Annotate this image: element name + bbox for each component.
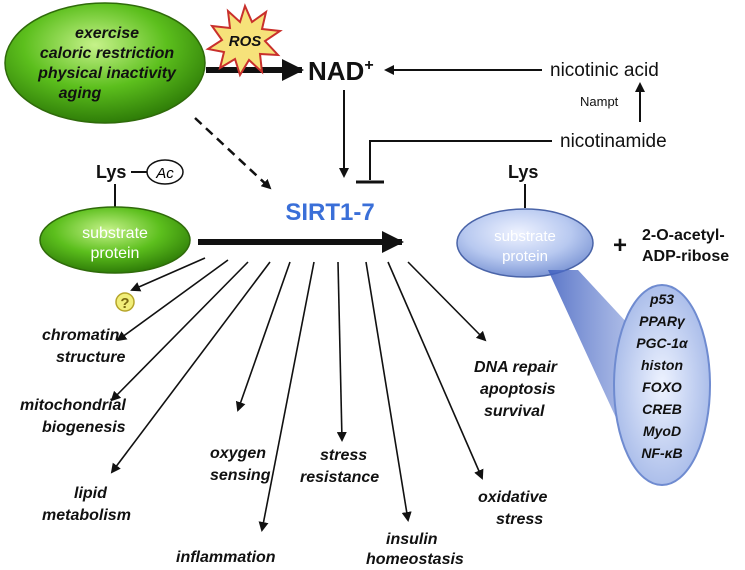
effect-inflammation: inflammation <box>176 549 276 566</box>
arrow-to-oxidative <box>387 261 484 480</box>
right-substrate-line1: substrate <box>494 228 556 245</box>
nampt-label: Nampt <box>580 94 619 109</box>
target-histon: histon <box>641 357 683 373</box>
ros-star-icon: ROS <box>205 3 283 78</box>
right-substrate-group: Lys substrate protein <box>456 162 594 278</box>
question-mark-text: ? <box>120 295 129 312</box>
target-creb: CREB <box>642 401 682 417</box>
effect-mitochondrial: mitochondrial biogenesis <box>20 397 130 436</box>
targets-list: p53 PPARγ PGC-1α histon FOXO CREB MyoD N… <box>636 291 689 461</box>
effect-oxidative: oxidative stress <box>478 489 552 528</box>
stimulus-caloric-restriction: caloric restriction <box>40 45 175 62</box>
target-nfkb: NF-κB <box>641 445 682 461</box>
arrow-to-question <box>130 257 206 292</box>
question-mark-icon: ? <box>115 292 135 312</box>
right-substrate-line2: protein <box>502 248 548 265</box>
byproduct-line2: ADP-ribose <box>642 248 729 265</box>
arrow-to-chromatin <box>116 259 229 342</box>
arrow-to-inflammation <box>258 261 315 532</box>
target-foxo: FOXO <box>642 379 682 395</box>
effect-oxygen: oxygen sensing <box>210 445 271 484</box>
stimuli-oval <box>4 2 206 124</box>
arrow-to-dna-repair <box>407 261 487 342</box>
ros-label: ROS <box>229 33 262 50</box>
arrow-to-oxygen <box>235 261 291 412</box>
nad-label: NAD+ <box>308 56 374 86</box>
right-lys-label: Lys <box>508 162 538 182</box>
targets-oval <box>613 284 711 486</box>
effect-chromatin: chromatin structure <box>42 327 125 366</box>
stimulus-physical-inactivity: physical inactivity <box>37 65 177 82</box>
arrow-to-insulin <box>365 261 412 522</box>
target-ppar: PPARγ <box>639 313 686 329</box>
effect-dna-repair: DNA repair apoptosis survival <box>474 359 561 420</box>
nicotinamide-label: nicotinamide <box>560 131 667 152</box>
left-substrate-line2: protein <box>91 245 140 262</box>
arrow-to-mito <box>110 261 249 402</box>
effect-insulin: insulin homeostasis <box>366 531 464 568</box>
left-lys-label: Lys <box>96 162 126 182</box>
sirt-label: SIRT1-7 <box>285 199 374 226</box>
left-substrate-oval <box>39 206 191 274</box>
plus-sign: + <box>613 232 627 259</box>
nicotinamide-inhibition-line <box>369 140 552 180</box>
left-substrate-group: Lys Ac substrate protein <box>39 159 191 274</box>
stimulus-exercise: exercise <box>75 25 139 42</box>
left-substrate-line1: substrate <box>82 225 148 242</box>
target-myod: MyoD <box>643 423 681 439</box>
byproduct-line1: 2-O-acetyl- <box>642 227 725 244</box>
stimulus-aging: aging <box>59 85 102 102</box>
target-p53: p53 <box>649 291 674 307</box>
stimuli-to-sirt-dashed-arrow <box>194 117 272 190</box>
right-substrate-oval <box>456 208 594 278</box>
ac-label: Ac <box>155 165 174 182</box>
effect-arrows <box>110 257 487 532</box>
arrow-to-lipid <box>110 261 271 474</box>
effect-lipid: lipid metabolism <box>42 485 131 524</box>
nicotinic-acid-label: nicotinic acid <box>550 60 659 81</box>
target-pgc: PGC-1α <box>636 335 689 351</box>
effect-stress-resistance: stress resistance <box>300 447 379 486</box>
stimuli-text: exercise caloric restriction physical in… <box>37 25 177 102</box>
ac-circle <box>146 159 184 185</box>
arrow-to-stress-resistance <box>336 261 347 442</box>
